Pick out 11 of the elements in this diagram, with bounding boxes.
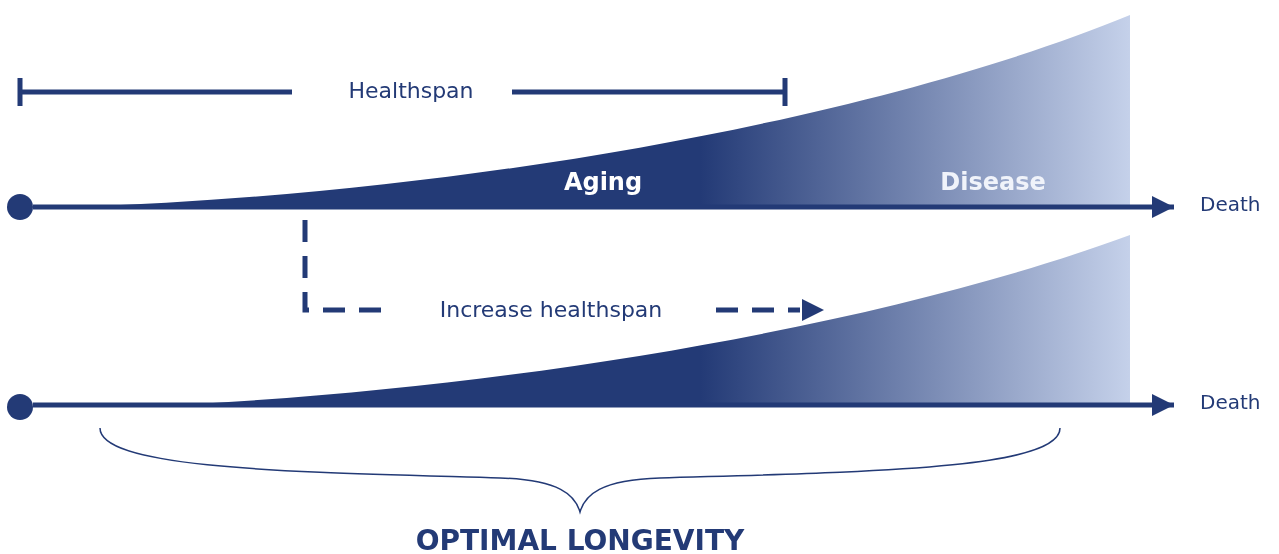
dimension-label: Healthspan <box>348 77 474 105</box>
stage-label: Aging <box>563 167 643 197</box>
timeline-arrow <box>33 393 1174 417</box>
start-dot <box>7 394 33 420</box>
brace-label: OPTIMAL LONGEVITY <box>415 524 745 554</box>
end-label: Death <box>1180 388 1272 416</box>
stage-label: Disease <box>940 167 1046 197</box>
end-label: Death <box>1180 190 1272 218</box>
start-dot <box>7 194 33 220</box>
arrow-label: Increase healthspan <box>439 296 663 324</box>
timeline-arrow <box>33 195 1174 219</box>
